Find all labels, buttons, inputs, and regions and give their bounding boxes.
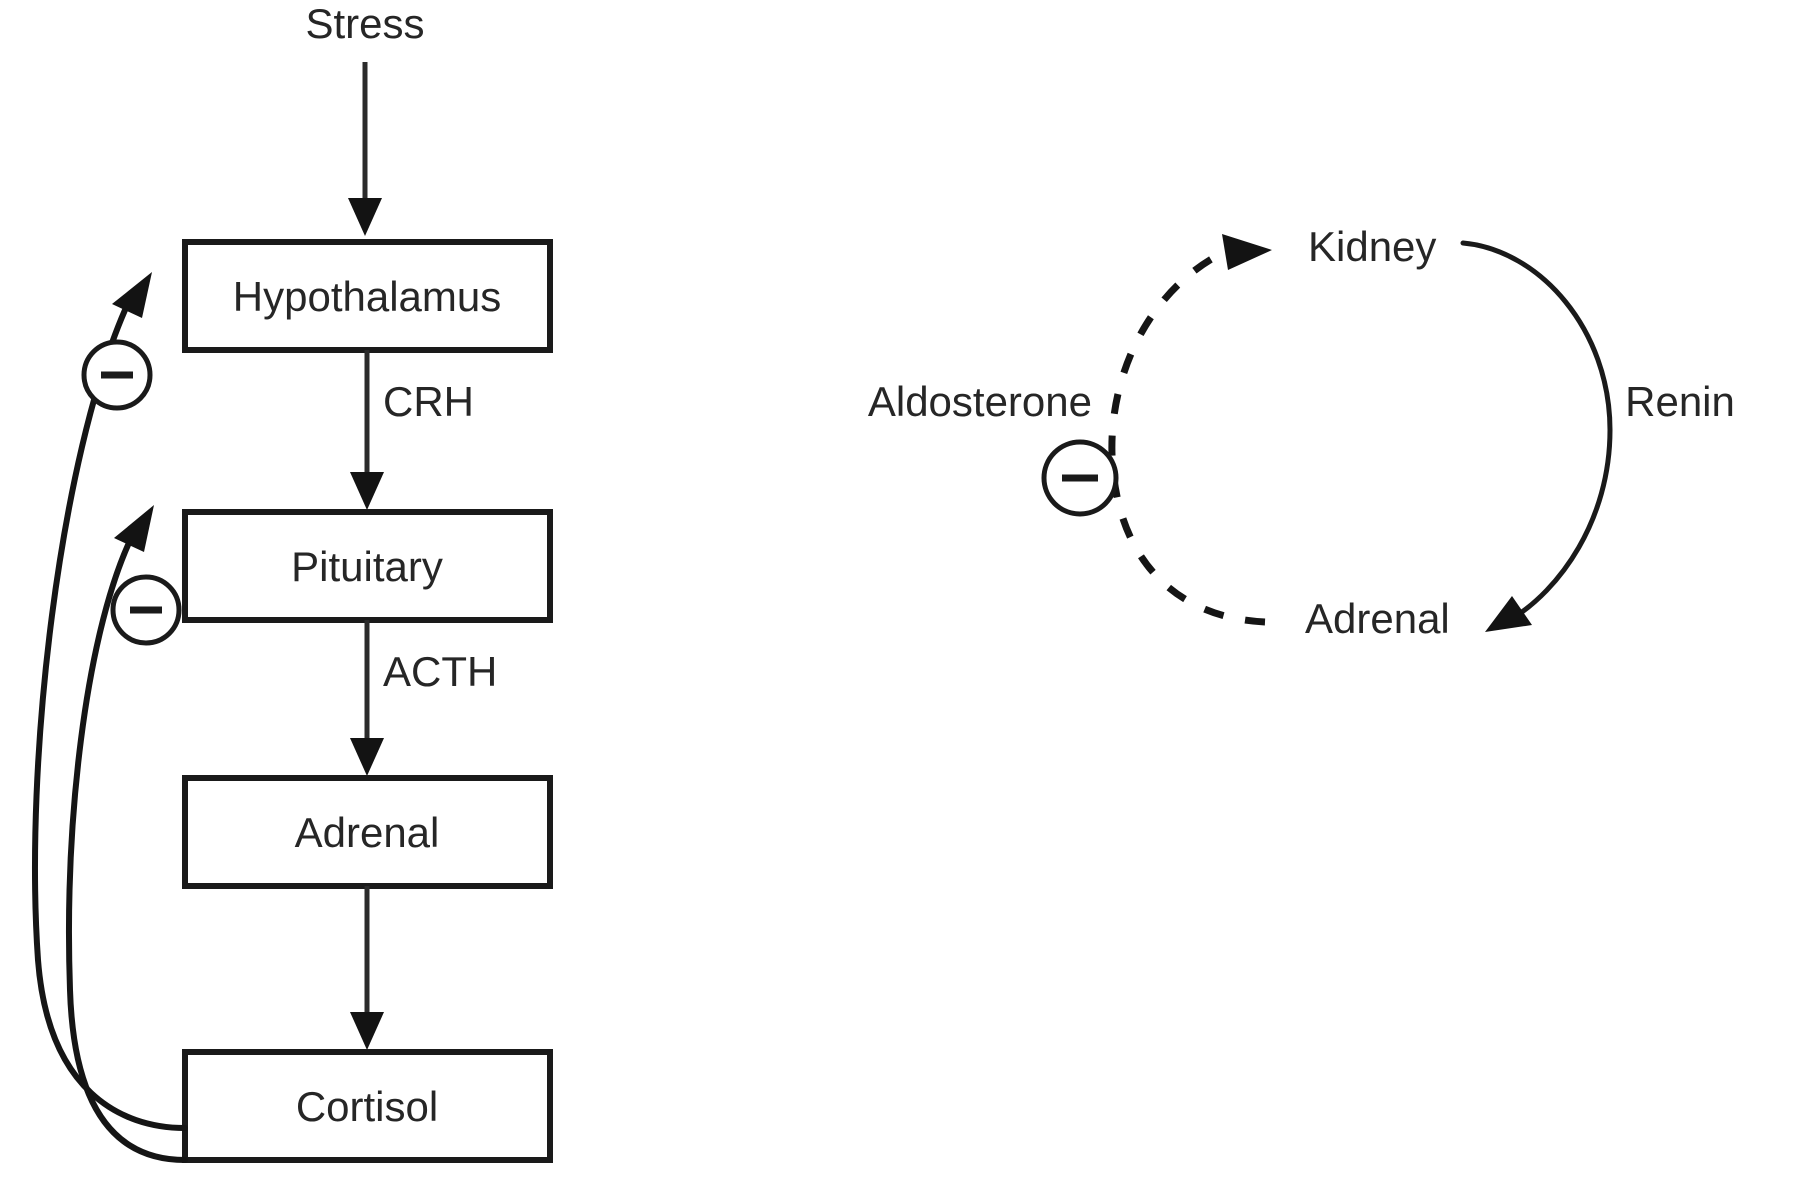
edge-label-crh: CRH	[383, 378, 474, 425]
node-adrenal-hpa-box	[182, 775, 553, 889]
minus-sign-hypothalamus	[81, 339, 153, 411]
node-hypothalamus-label: Hypothalamus	[233, 273, 501, 320]
edge-label-renin: Renin	[1625, 378, 1735, 425]
edge-label-acth: ACTH	[383, 648, 497, 695]
feedback-curve-pituitary	[66, 542, 188, 1163]
node-kidney-label: Kidney	[1308, 223, 1436, 270]
arrowhead-aldosterone-to-kidney	[1222, 234, 1272, 270]
edge-label-aldosterone: Aldosterone	[868, 378, 1092, 425]
node-pituitary-label: Pituitary	[291, 543, 443, 590]
node-cortisol-label: Cortisol	[296, 1083, 438, 1130]
minus-sign-aldosterone	[1041, 439, 1119, 517]
arrowhead-feedback-pituitary	[114, 505, 154, 552]
arrowhead-feedback-hypothalamus	[112, 272, 152, 318]
edge-pituitary-to-adrenal: ACTH	[350, 620, 497, 776]
edge-kidney-to-adrenal-renin: Renin	[1460, 240, 1735, 632]
node-pituitary-box	[182, 509, 553, 623]
feedback-cortisol-to-pituitary	[66, 505, 188, 1163]
arrowhead-acth	[350, 738, 384, 776]
node-hypothalamus[interactable]: Hypothalamus	[182, 239, 553, 353]
stress-label: Stress	[305, 0, 424, 47]
node-adrenal-hpa-label: Adrenal	[295, 809, 440, 856]
feedback-curve-hypothalamus	[32, 307, 188, 1131]
edge-curve-renin	[1460, 240, 1613, 623]
node-pituitary[interactable]: Pituitary	[182, 509, 553, 623]
edge-adrenal-to-kidney-aldosterone: Aldosterone	[868, 234, 1272, 626]
edge-curve-aldosterone	[1108, 253, 1266, 626]
node-adrenal-raas-label: Adrenal	[1305, 595, 1450, 642]
minus-sign-pituitary	[110, 574, 182, 646]
node-cortisol-box	[182, 1049, 553, 1163]
arrowhead-crh	[350, 472, 384, 510]
feedback-cortisol-to-hypothalamus	[32, 272, 188, 1131]
edge-hypothalamus-to-pituitary: CRH	[350, 350, 474, 510]
edge-stress-to-hypothalamus	[348, 62, 382, 236]
edge-adrenal-to-cortisol	[350, 886, 384, 1050]
raas-loop-group: Kidney Adrenal Renin Aldosterone	[868, 223, 1735, 642]
node-cortisol[interactable]: Cortisol	[182, 1049, 553, 1163]
arrowhead-adrenal-to-cortisol	[350, 1012, 384, 1050]
hpa-axis-group: Stress Hypothalamus CRH Pituitary	[32, 0, 553, 1163]
arrowhead-stress-to-hypothalamus	[348, 198, 382, 236]
node-adrenal-hpa[interactable]: Adrenal	[182, 775, 553, 889]
arrowhead-renin-to-adrenal	[1485, 596, 1532, 632]
